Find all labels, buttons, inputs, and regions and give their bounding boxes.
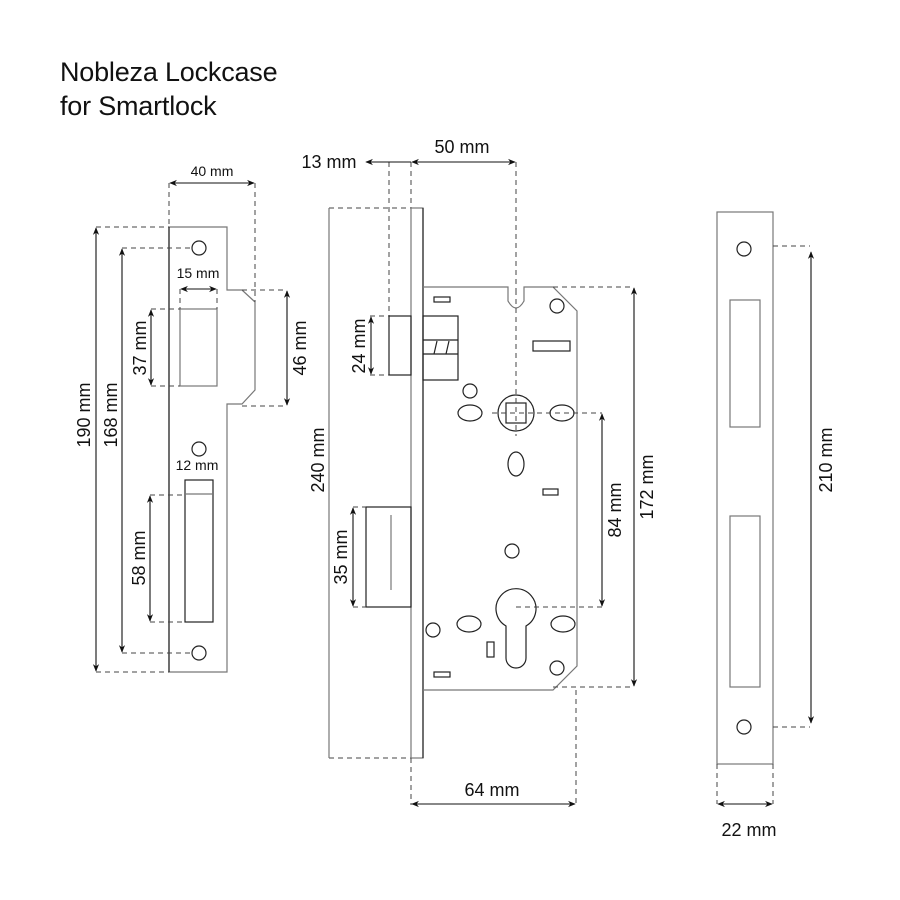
latch-bolt: [388, 315, 412, 376]
label-bolt-height-58mm: 58 mm: [129, 530, 149, 585]
spindle-hub: [497, 394, 535, 432]
label-height-190mm: 190 mm: [74, 382, 94, 447]
cylinder-cutout: [495, 588, 537, 669]
faceplate-hole-bottom: [736, 719, 752, 735]
label-latch-24mm: 24 mm: [349, 318, 369, 373]
latch-opening: [179, 308, 218, 387]
label-faceplate-240mm: 240 mm: [308, 427, 328, 492]
strike-plate-outline: [168, 226, 256, 673]
dead-bolt: [365, 506, 412, 608]
strike-plate: 40 mm 190 mm 168 mm 15 mm 37 mm 46 mm 12…: [74, 163, 310, 673]
label-case-172mm: 172 mm: [637, 454, 657, 519]
screw-hole-mid: [191, 441, 207, 457]
label-deadbolt-35mm: 35 mm: [331, 529, 351, 584]
label-backset-50mm: 50 mm: [434, 137, 489, 157]
diagram-title: Nobleza Lockcase for Smartlock: [60, 55, 278, 123]
label-latch-height-37mm: 37 mm: [130, 320, 150, 375]
label-depth-64mm: 64 mm: [464, 780, 519, 800]
label-width-40mm: 40 mm: [191, 163, 234, 179]
label-faceplate-13mm: 13 mm: [301, 152, 356, 172]
lock-case-outline: [423, 286, 578, 691]
faceplate-hole-top: [736, 241, 752, 257]
label-hole-spacing-210mm: 210 mm: [816, 427, 836, 492]
title-line-2: for Smartlock: [60, 91, 217, 121]
lock-body: 13 mm 50 mm 240 mm 24 mm 35 mm: [301, 137, 657, 808]
label-latch-width-15mm: 15 mm: [177, 265, 220, 281]
label-center-84mm: 84 mm: [605, 482, 625, 537]
label-hole-spacing-168mm: 168 mm: [101, 382, 121, 447]
faceplate-front: [410, 207, 424, 759]
screw-hole-top: [191, 240, 207, 256]
title-line-1: Nobleza Lockcase: [60, 57, 278, 87]
bolt-slot: [729, 515, 761, 688]
screw-hole-bottom: [191, 645, 207, 661]
faceplate-outline: [716, 211, 774, 765]
label-bolt-width-12mm: 12 mm: [176, 457, 219, 473]
label-width-22mm: 22 mm: [721, 820, 776, 840]
bolt-opening: [184, 479, 214, 623]
label-lip-46mm: 46 mm: [290, 320, 310, 375]
latch-slot: [729, 299, 761, 428]
faceplate-view: 210 mm 22 mm: [716, 211, 836, 840]
